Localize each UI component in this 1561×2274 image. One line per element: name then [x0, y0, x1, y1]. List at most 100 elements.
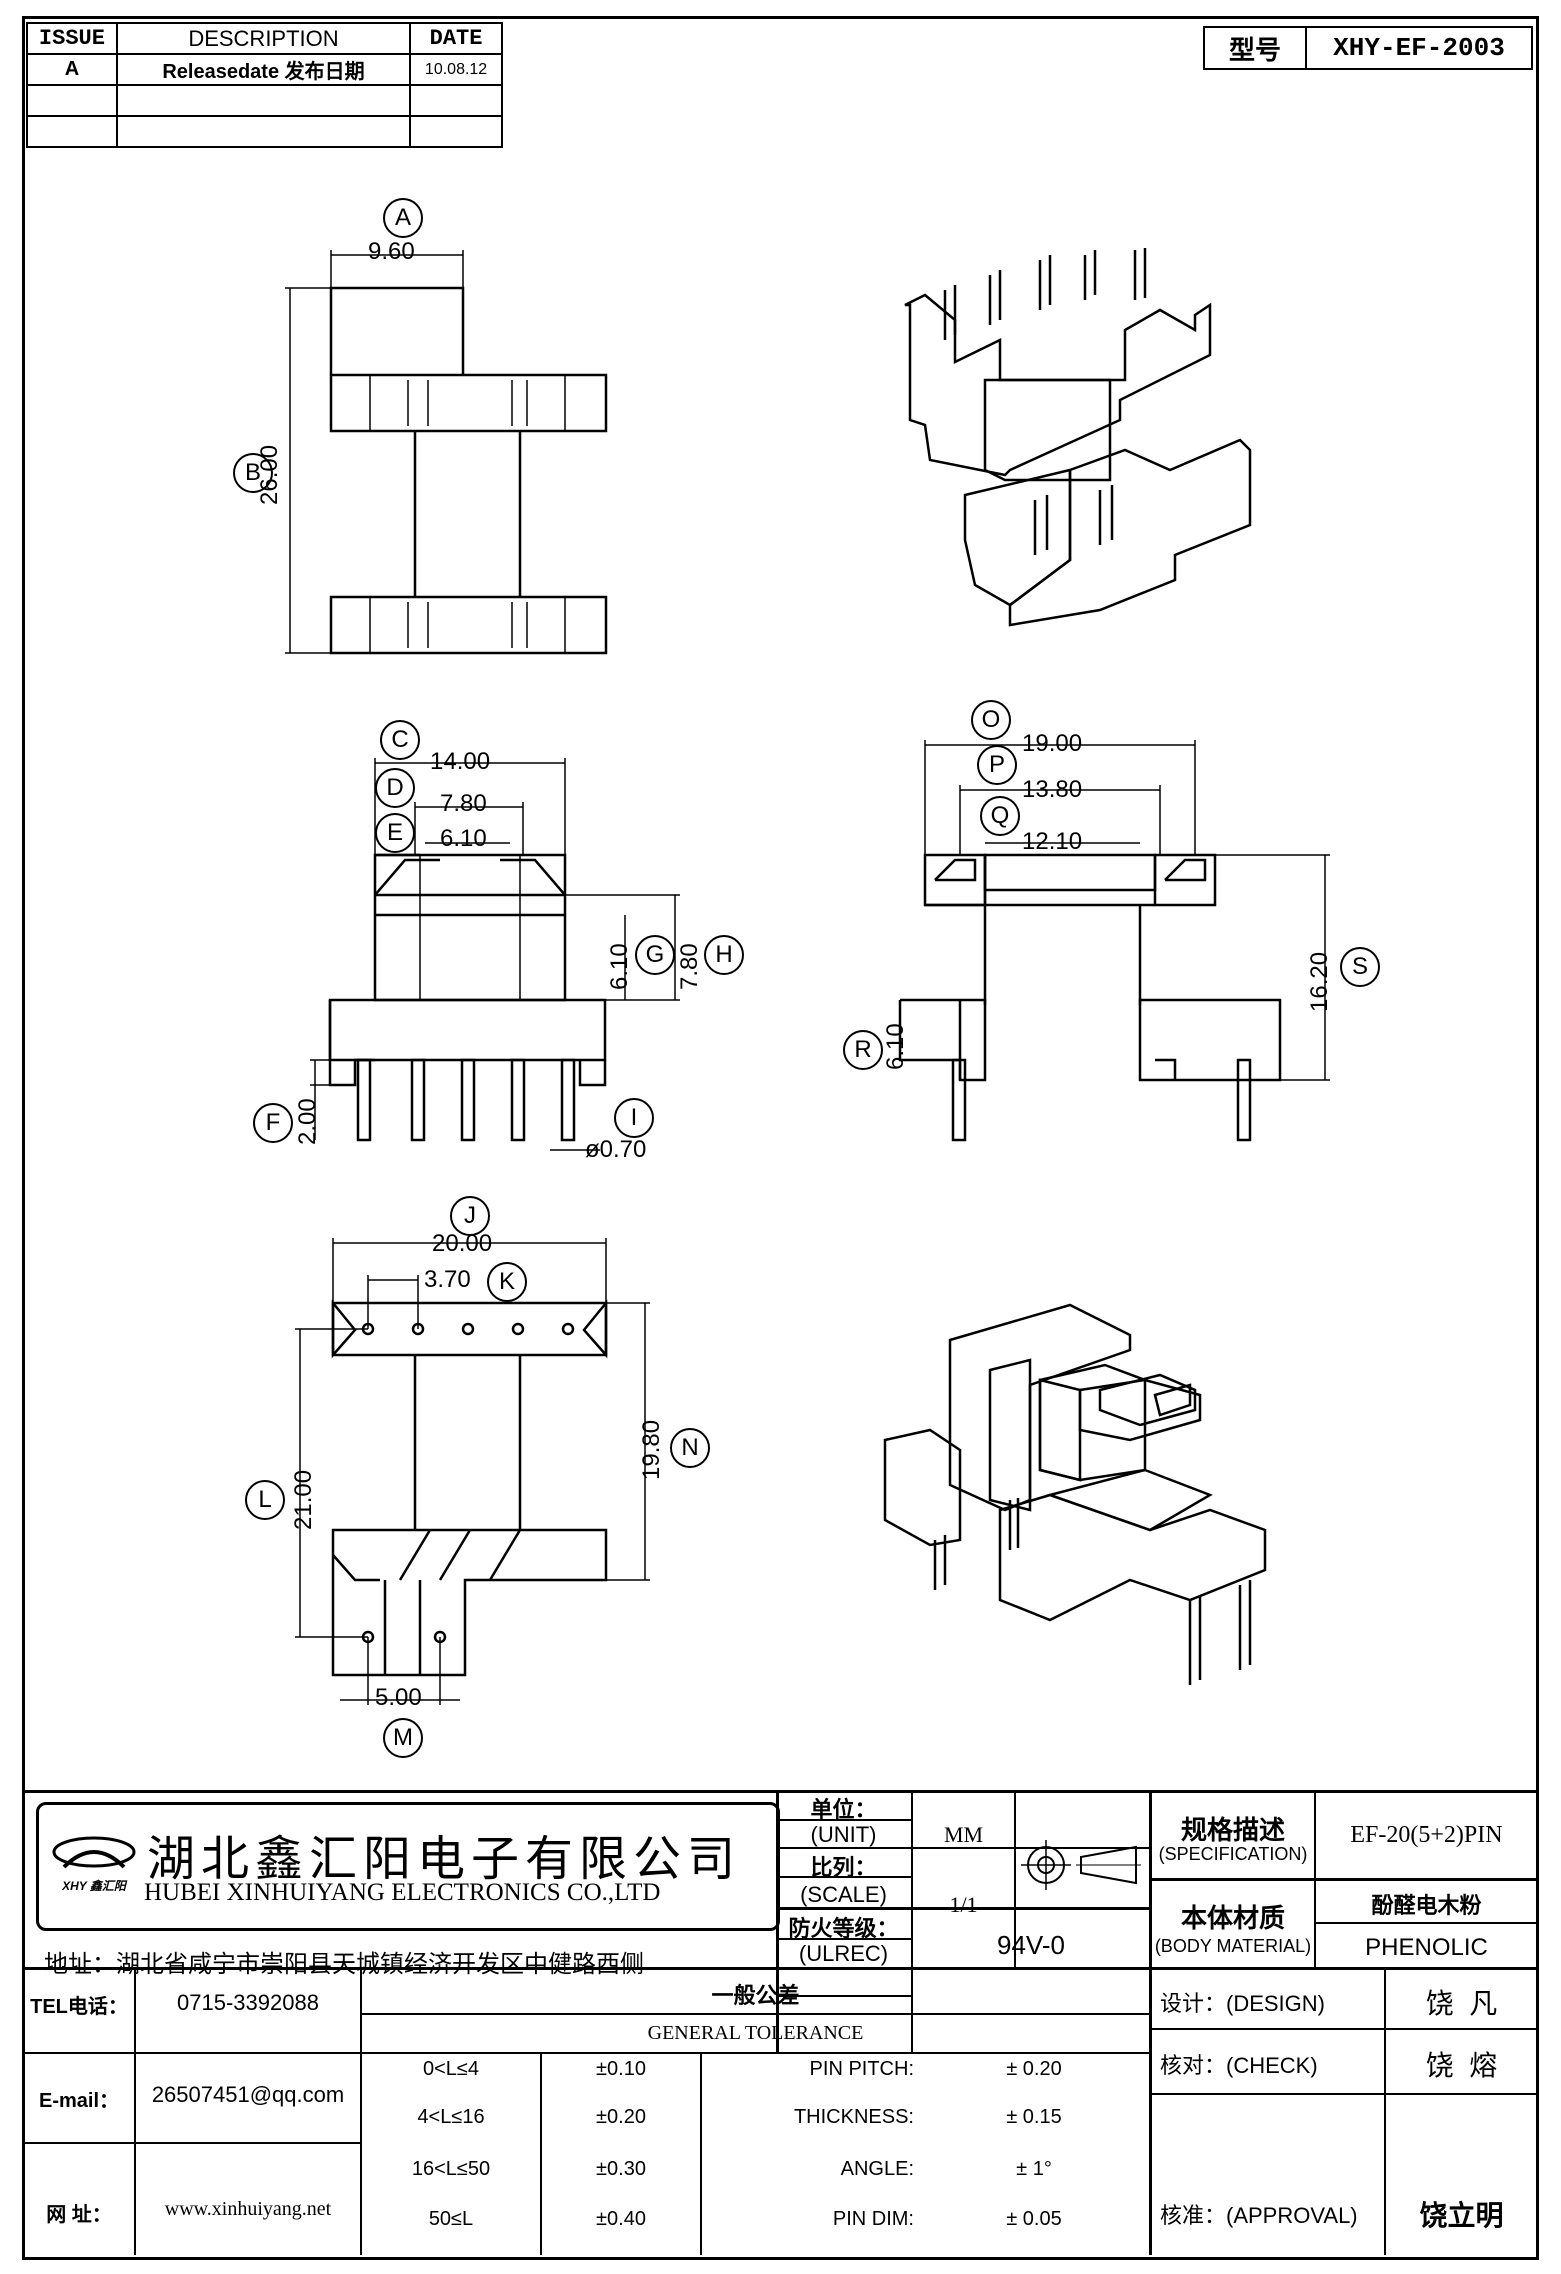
- title-block: XHY 鑫汇阳 湖北鑫汇阳电子有限公司 HUBEI XINHUIYANG ELE…: [24, 1790, 1537, 2260]
- drawing-frame: [22, 16, 1539, 2260]
- spec-label-en: (SPECIFICATION): [1158, 1844, 1308, 1864]
- tol-range-1: 4<L≤16: [417, 2106, 485, 2128]
- material-label-en: (BODY MATERIAL): [1154, 1936, 1312, 1956]
- dim-F: F: [253, 1103, 293, 1143]
- spec-value: EF-20(5+2)PIN: [1350, 1822, 1503, 1848]
- material-label-cn: 本体材质: [1180, 1903, 1285, 1933]
- ulrec-label-en: (ULREC): [798, 1941, 889, 1966]
- issue-cell: [26, 84, 118, 117]
- pin-dim-label: PIN DIM:: [832, 2208, 914, 2230]
- dim-G-value: 6.10: [606, 943, 633, 990]
- company-name-en: HUBEI XINHUIYANG ELECTRONICS CO.,LTD: [144, 1879, 661, 1906]
- view-iso-top: [904, 248, 1252, 627]
- scale-value: 1/1: [949, 1892, 978, 1917]
- dim-L: L: [245, 1480, 285, 1520]
- dim-N-value: 19.80: [638, 1419, 665, 1480]
- dim-E: E: [375, 813, 415, 853]
- model-box: 型号 XHY-EF-2003: [1203, 26, 1533, 70]
- material-value-cn: 酚醛电木粉: [1371, 1893, 1482, 1918]
- check-value: 饶 熔: [1425, 2050, 1498, 2081]
- date-cell: [409, 115, 503, 148]
- technical-drawing: [285, 248, 1330, 1705]
- issue-header: ISSUE: [26, 22, 118, 55]
- dim-R-value: 6.10: [882, 1023, 909, 1070]
- dim-B: B: [233, 453, 273, 493]
- dim-J-value: 20.00: [432, 1230, 493, 1257]
- view-iso-bottom: [883, 1303, 1267, 1685]
- dim-Q: Q: [980, 796, 1020, 836]
- description-cell: Releasedate 发布日期: [115, 53, 412, 86]
- spec-label-cn: 规格描述: [1180, 1815, 1285, 1845]
- view-bottom: [295, 1238, 650, 1705]
- design-label: 设计：(DESIGN): [1160, 1991, 1326, 2016]
- description-cell: [115, 115, 412, 148]
- view-front: [310, 758, 680, 1151]
- dim-D: D: [375, 768, 415, 808]
- view-side: [898, 740, 1330, 1142]
- tol-value-2: ±0.30: [596, 2158, 646, 2180]
- dim-G: G: [635, 935, 675, 975]
- dim-O: O: [971, 700, 1011, 740]
- issue-cell: A: [26, 53, 118, 86]
- ulrec-label-cn: 防火等级：: [788, 1916, 899, 1941]
- company-box: XHY 鑫汇阳 湖北鑫汇阳电子有限公司 HUBEI XINHUIYANG ELE…: [36, 1802, 780, 1931]
- thickness-label: THICKNESS:: [793, 2106, 914, 2128]
- dim-S-value: 16.20: [1306, 951, 1333, 1012]
- scale-label-cn: 比列：: [810, 1855, 877, 1880]
- dim-S: S: [1340, 947, 1380, 987]
- dim-H: H: [704, 935, 744, 975]
- tol-value-1: ±0.20: [596, 2106, 646, 2128]
- pin-dim-tol: ± 0.05: [1006, 2208, 1062, 2230]
- tolerance-title-cn: 一般公差: [711, 1983, 800, 2008]
- dim-H-value: 7.80: [676, 943, 703, 990]
- dim-R: R: [843, 1030, 883, 1070]
- dim-D-value: 7.80: [440, 790, 487, 817]
- table-row: [26, 84, 503, 117]
- scale-label-en: (SCALE): [800, 1882, 887, 1907]
- material-value-en: PHENOLIC: [1365, 1934, 1488, 1961]
- dim-J: J: [450, 1196, 490, 1236]
- check-label: 核对：(CHECK): [1160, 2053, 1318, 2078]
- dim-C: C: [380, 720, 420, 760]
- company-address: 地址：湖北省咸宁市崇阳县天城镇经济开发区中健路西侧: [44, 1951, 644, 1978]
- company-logo: XHY 鑫汇阳: [49, 1827, 139, 1897]
- dim-N: N: [670, 1428, 710, 1468]
- table-row: A Releasedate 发布日期 10.08.12: [26, 53, 503, 86]
- design-value: 饶 凡: [1425, 1988, 1498, 2019]
- unit-value: MM: [943, 1822, 984, 1847]
- model-value: XHY-EF-2003: [1305, 26, 1533, 70]
- tol-value-3: ±0.40: [596, 2208, 646, 2230]
- web-value[interactable]: www.xinhuiyang.net: [164, 2198, 332, 2220]
- dim-F-value: 2.00: [294, 1098, 321, 1145]
- tol-range-0: 0<L≤4: [422, 2058, 480, 2080]
- projection-symbol-icon: [1016, 1835, 1149, 1895]
- view-top: [285, 250, 608, 655]
- unit-label-cn: 单位：: [810, 1797, 877, 1822]
- pin-pitch-tol: ± 0.20: [1006, 2058, 1062, 2080]
- dim-K: K: [487, 1262, 527, 1302]
- email-value[interactable]: 26507451@qq.com: [151, 2082, 345, 2107]
- dim-I: I: [614, 1098, 654, 1138]
- dim-L-value: 21.00: [290, 1469, 317, 1530]
- dim-Q-value: 12.10: [1022, 828, 1083, 855]
- tel-label: TEL电话：: [30, 1996, 128, 2018]
- dim-B-value: 26.00: [256, 444, 283, 505]
- date-cell: [409, 84, 503, 117]
- angle-label: ANGLE:: [840, 2158, 914, 2180]
- table-row: [26, 115, 503, 148]
- dim-O-value: 19.00: [1022, 730, 1083, 757]
- ulrec-value: 94V-0: [997, 1930, 1065, 1960]
- tol-range-3: 50≤L: [428, 2208, 474, 2230]
- dim-M-value: 5.00: [375, 1684, 422, 1711]
- approval-value: 饶立明: [1419, 2200, 1504, 2231]
- web-label: 网 址：: [46, 2204, 112, 2226]
- angle-tol: ± 1°: [1016, 2158, 1052, 2180]
- dim-C-value: 14.00: [430, 748, 491, 775]
- dim-I-value: ø0.70: [585, 1136, 647, 1163]
- tol-range-2: 16<L≤50: [411, 2158, 491, 2180]
- issue-cell: [26, 115, 118, 148]
- dim-E-value: 6.10: [440, 825, 487, 852]
- tol-value-0: ±0.10: [596, 2058, 646, 2080]
- company-name-cn: 湖北鑫汇阳电子有限公司: [147, 1831, 742, 1887]
- tolerance-title-en: GENERAL TOLERANCE: [647, 2022, 864, 2044]
